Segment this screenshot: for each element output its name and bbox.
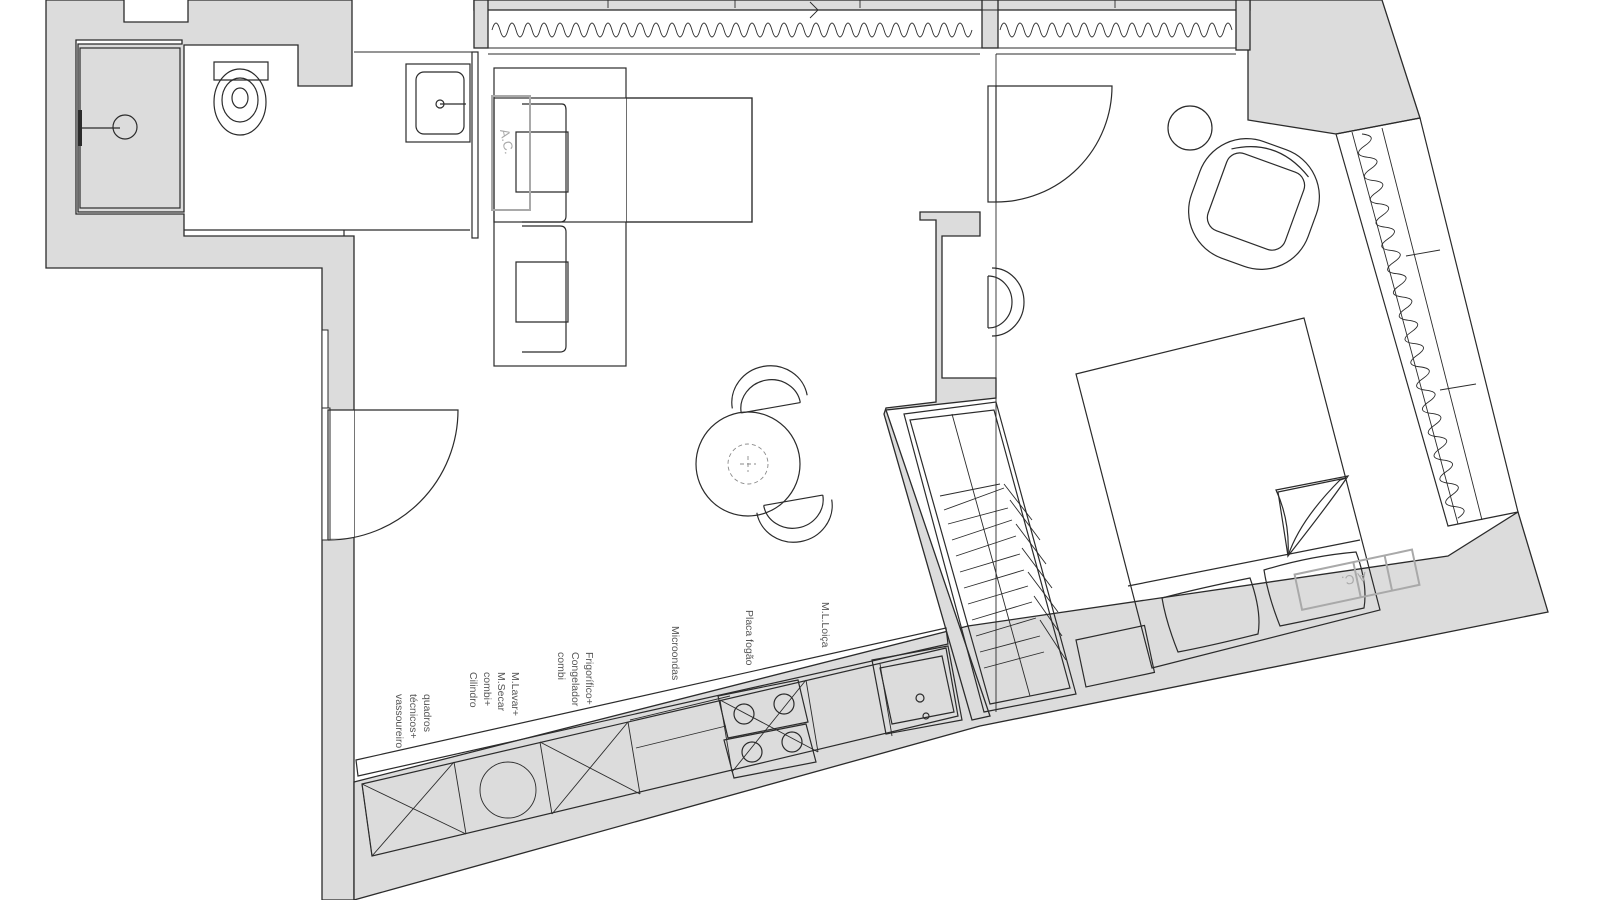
ac-unit-icon: A.C. bbox=[491, 95, 531, 211]
side-table-icon bbox=[1167, 105, 1213, 151]
wall-pillar-right bbox=[1235, 0, 1251, 51]
wall-top bbox=[473, 0, 1251, 11]
chair-icon bbox=[987, 267, 1025, 337]
label-frigorifico-2: Congelador bbox=[569, 652, 581, 707]
bed-sheet-fold bbox=[1277, 477, 1347, 557]
label-quadros-3: vassoureiro bbox=[393, 694, 405, 748]
armchair-icon bbox=[1188, 138, 1320, 270]
walls bbox=[45, 0, 1549, 900]
ac-label-right: A.C. bbox=[1340, 569, 1368, 589]
wall-pillar-left bbox=[473, 0, 489, 49]
arrow-icon bbox=[770, 1, 820, 19]
wall-top-right bbox=[1247, 0, 1421, 135]
bathroom bbox=[78, 47, 479, 239]
ac-unit-icon: A.C. bbox=[1293, 548, 1421, 611]
radiator-right bbox=[1335, 117, 1519, 527]
label-frigorifico-3: combi bbox=[555, 652, 567, 680]
wall-pillar-mid bbox=[981, 0, 999, 49]
pillow-icon bbox=[1161, 577, 1260, 653]
label-maquinas-4: Cilindro bbox=[467, 672, 479, 708]
hob-icon bbox=[717, 679, 817, 779]
wardrobe-icon bbox=[903, 401, 1077, 713]
radiator-top bbox=[488, 0, 1236, 55]
chair-icon bbox=[731, 365, 808, 414]
label-ml-loica: M.L.Loiça bbox=[819, 602, 831, 648]
sliding-door bbox=[471, 51, 479, 239]
shower-drain-icon bbox=[112, 114, 138, 140]
pillow-icon bbox=[1263, 551, 1366, 627]
radiator-icon bbox=[491, 22, 973, 38]
sofa-icon bbox=[493, 67, 753, 367]
kitchen-labels: M.L.Loiça Placa fogão Microondas Frigorí… bbox=[393, 602, 831, 748]
label-frigorifico-1: Frigorífico+ bbox=[583, 652, 595, 705]
wall-bottom bbox=[353, 510, 1549, 900]
nightstand bbox=[1075, 624, 1156, 688]
wall-bedroom-partition bbox=[883, 211, 997, 721]
label-microondas: Microondas bbox=[669, 626, 681, 680]
kitchen-counter bbox=[355, 627, 959, 857]
ac-label-left: A.C. bbox=[497, 128, 517, 156]
toilet-icon bbox=[213, 61, 269, 136]
label-maquinas-1: M.Lavar+ bbox=[509, 672, 521, 716]
kitchen-sink-icon bbox=[871, 645, 963, 735]
radiator-icon bbox=[999, 22, 1233, 38]
round-table-icon bbox=[695, 411, 801, 517]
chair-icon bbox=[756, 494, 833, 543]
label-placa-fogao: Placa fogão bbox=[743, 610, 755, 666]
door-entrance bbox=[327, 409, 459, 541]
entrance-frame bbox=[321, 407, 331, 541]
bed-icon bbox=[1075, 317, 1381, 669]
label-quadros-2: técnicos+ bbox=[407, 694, 419, 739]
washer-drum-icon bbox=[479, 761, 537, 819]
label-maquinas-3: combi+ bbox=[481, 672, 493, 706]
label-maquinas-2: M.Secar bbox=[495, 672, 507, 712]
radiator-icon bbox=[1358, 133, 1465, 519]
washbasin-icon bbox=[405, 63, 471, 143]
door-swing-icon bbox=[987, 85, 1113, 203]
label-quadros-1: quadros bbox=[421, 694, 433, 732]
shower-mixer bbox=[78, 110, 82, 146]
wall-left-block bbox=[45, 0, 355, 900]
wall-opening-upper bbox=[321, 329, 329, 411]
